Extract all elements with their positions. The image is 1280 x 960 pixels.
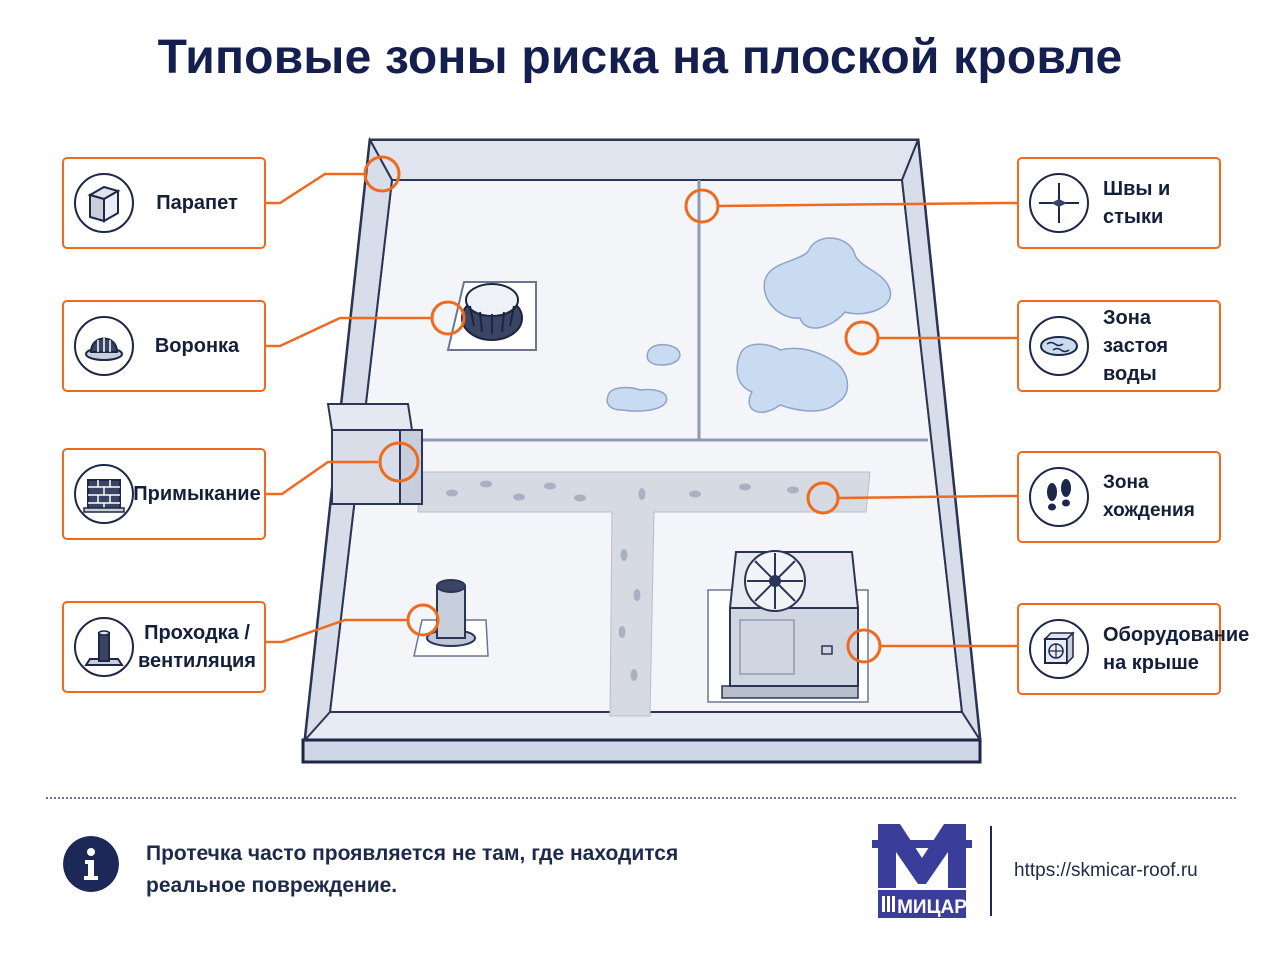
- marker-equipment: [846, 628, 882, 664]
- zone-label-ponding: Зона застоя воды: [1103, 302, 1213, 390]
- parapet-icon: [74, 173, 134, 233]
- zone-label-junction: Примыкание: [133, 483, 261, 505]
- parapet-rim-right: [900, 139, 981, 741]
- footprints: [446, 480, 799, 681]
- zone-card-ponding: Зона застоя воды: [1017, 300, 1221, 392]
- zone-label-equipment-line2: на крыше: [1103, 652, 1199, 674]
- website-url[interactable]: https://skmicar-roof.ru: [1014, 860, 1198, 881]
- zone-label-parapet: Парапет: [156, 192, 238, 214]
- zone-label-penetration-line1: Проходка /: [144, 622, 250, 644]
- zone-card-equipment: Оборудование на крыше: [1017, 603, 1249, 695]
- zone-card-drain: Воронка: [62, 300, 266, 392]
- walkway-path: [417, 471, 871, 717]
- marker-penetration: [406, 603, 440, 637]
- info-note-line2: реальное повреждение.: [146, 874, 398, 897]
- page-title: Типовые зоны риска на плоской кровле: [157, 31, 1123, 84]
- zone-card-parapet: Парапет: [62, 157, 266, 249]
- seam-cross-icon: [1029, 173, 1089, 233]
- zone-label-penetration-line2: вентиляция: [138, 650, 256, 672]
- info-note: Протечка часто проявляется не там, где н…: [146, 838, 766, 902]
- callout-lines: [266, 172, 1018, 648]
- zone-card-penetration: Проходка / вентиляция: [62, 601, 266, 693]
- marker-walkway: [806, 481, 840, 515]
- footprints-icon: [1029, 467, 1089, 527]
- roof-drain: [446, 281, 537, 351]
- zone-label-equipment-line1: Оборудование: [1103, 624, 1250, 646]
- footer-divider: [46, 797, 1236, 799]
- footer-separator: [990, 826, 992, 916]
- info-icon: [63, 836, 119, 892]
- zone-label-penetration: Проходка / вентиляция: [136, 603, 258, 691]
- zone-card-seams: Швы и стыки: [1017, 157, 1221, 249]
- zone-label-drain: Воронка: [154, 335, 240, 357]
- micar-logo: МИЦАР: [872, 824, 972, 918]
- marker-seams: [684, 188, 720, 224]
- roof-diagram: [266, 136, 1018, 764]
- hvac-unit: [707, 550, 869, 703]
- zone-label-walkway: Зона хождения: [1103, 472, 1195, 521]
- zone-card-junction: Примыкание: [62, 448, 266, 540]
- zone-label-seams: Швы и стыки: [1103, 178, 1171, 228]
- brick-wall-icon: [74, 464, 134, 524]
- zone-card-walkway: Зона хождения: [1017, 451, 1221, 543]
- wall-junction-box: [326, 403, 423, 505]
- zone-label-equipment: Оборудование на крыше: [1103, 605, 1249, 693]
- callout-markers: [363, 155, 882, 664]
- zone-label-ponding-line2: воды: [1103, 363, 1157, 385]
- logo-text: МИЦАР: [897, 897, 967, 918]
- marker-junction: [378, 441, 420, 483]
- vent-pipe-icon: [74, 617, 134, 677]
- marker-ponding: [844, 320, 880, 356]
- marker-drain: [430, 300, 466, 336]
- hvac-unit-icon: [1029, 619, 1089, 679]
- roof-slab-front: [301, 738, 982, 764]
- water-puddle-icon: [1029, 316, 1089, 376]
- zone-label-ponding-line1: Зона застоя: [1103, 307, 1169, 357]
- parapet-rim: [368, 139, 920, 181]
- vent-pipe: [413, 579, 489, 657]
- info-note-line1: Протечка часто проявляется не там, где н…: [146, 842, 679, 865]
- marker-parapet: [363, 155, 401, 193]
- roof-drain-icon: [74, 316, 134, 376]
- water-puddles: [606, 237, 892, 414]
